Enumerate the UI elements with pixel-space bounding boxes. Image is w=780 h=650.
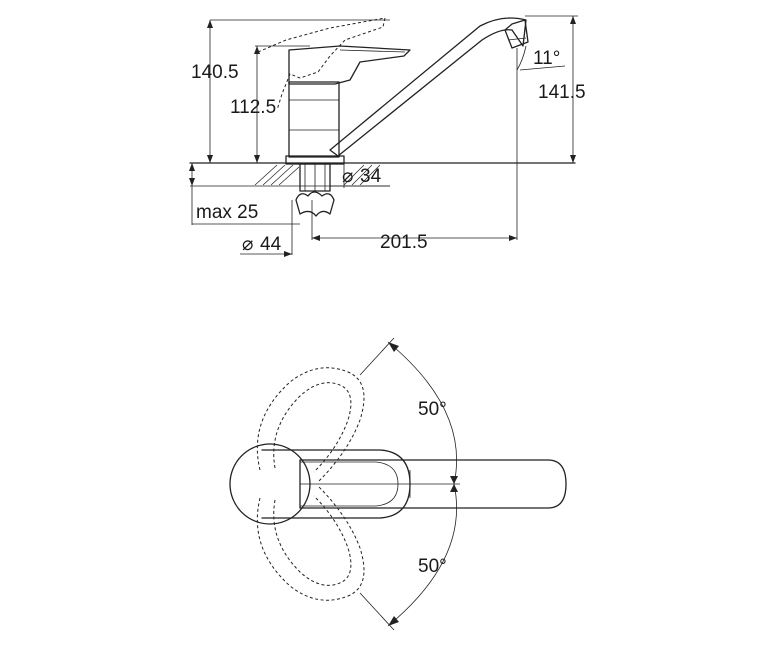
label-spout-angle: 11° (533, 48, 560, 69)
lever-handle (288, 45, 411, 85)
side-view: 140.5 112.5 11° 141.5 ⌀ 34 max 25 ⌀ 44 2… (189, 15, 586, 257)
label-rotation-right: 50° (418, 556, 447, 577)
lever-rotated-right (256, 485, 365, 601)
label-max-thickness: max 25 (196, 202, 258, 223)
aerator (504, 19, 529, 49)
label-mount-diameter: 44 (260, 234, 282, 255)
faucet-body (288, 81, 340, 158)
diameter-symbol-44: ⌀ (242, 234, 253, 255)
top-view: 50° 50° (229, 337, 567, 631)
spout-top (299, 459, 567, 509)
label-rotation-left: 50° (418, 399, 447, 420)
label-height-total: 140.5 (191, 62, 239, 83)
label-height-body: 112.5 (230, 97, 276, 118)
lever-handle-raised (257, 17, 386, 111)
label-spout-reach: 201.5 (380, 232, 428, 253)
lever-top (261, 449, 411, 519)
lever-rotated-left (256, 367, 365, 483)
diameter-symbol-34: ⌀ (342, 166, 353, 187)
body-circle (229, 443, 311, 525)
spout (329, 17, 527, 157)
mounting-nut (295, 191, 335, 217)
label-spout-height: 141.5 (538, 82, 586, 103)
label-base-diameter: 34 (360, 166, 382, 187)
